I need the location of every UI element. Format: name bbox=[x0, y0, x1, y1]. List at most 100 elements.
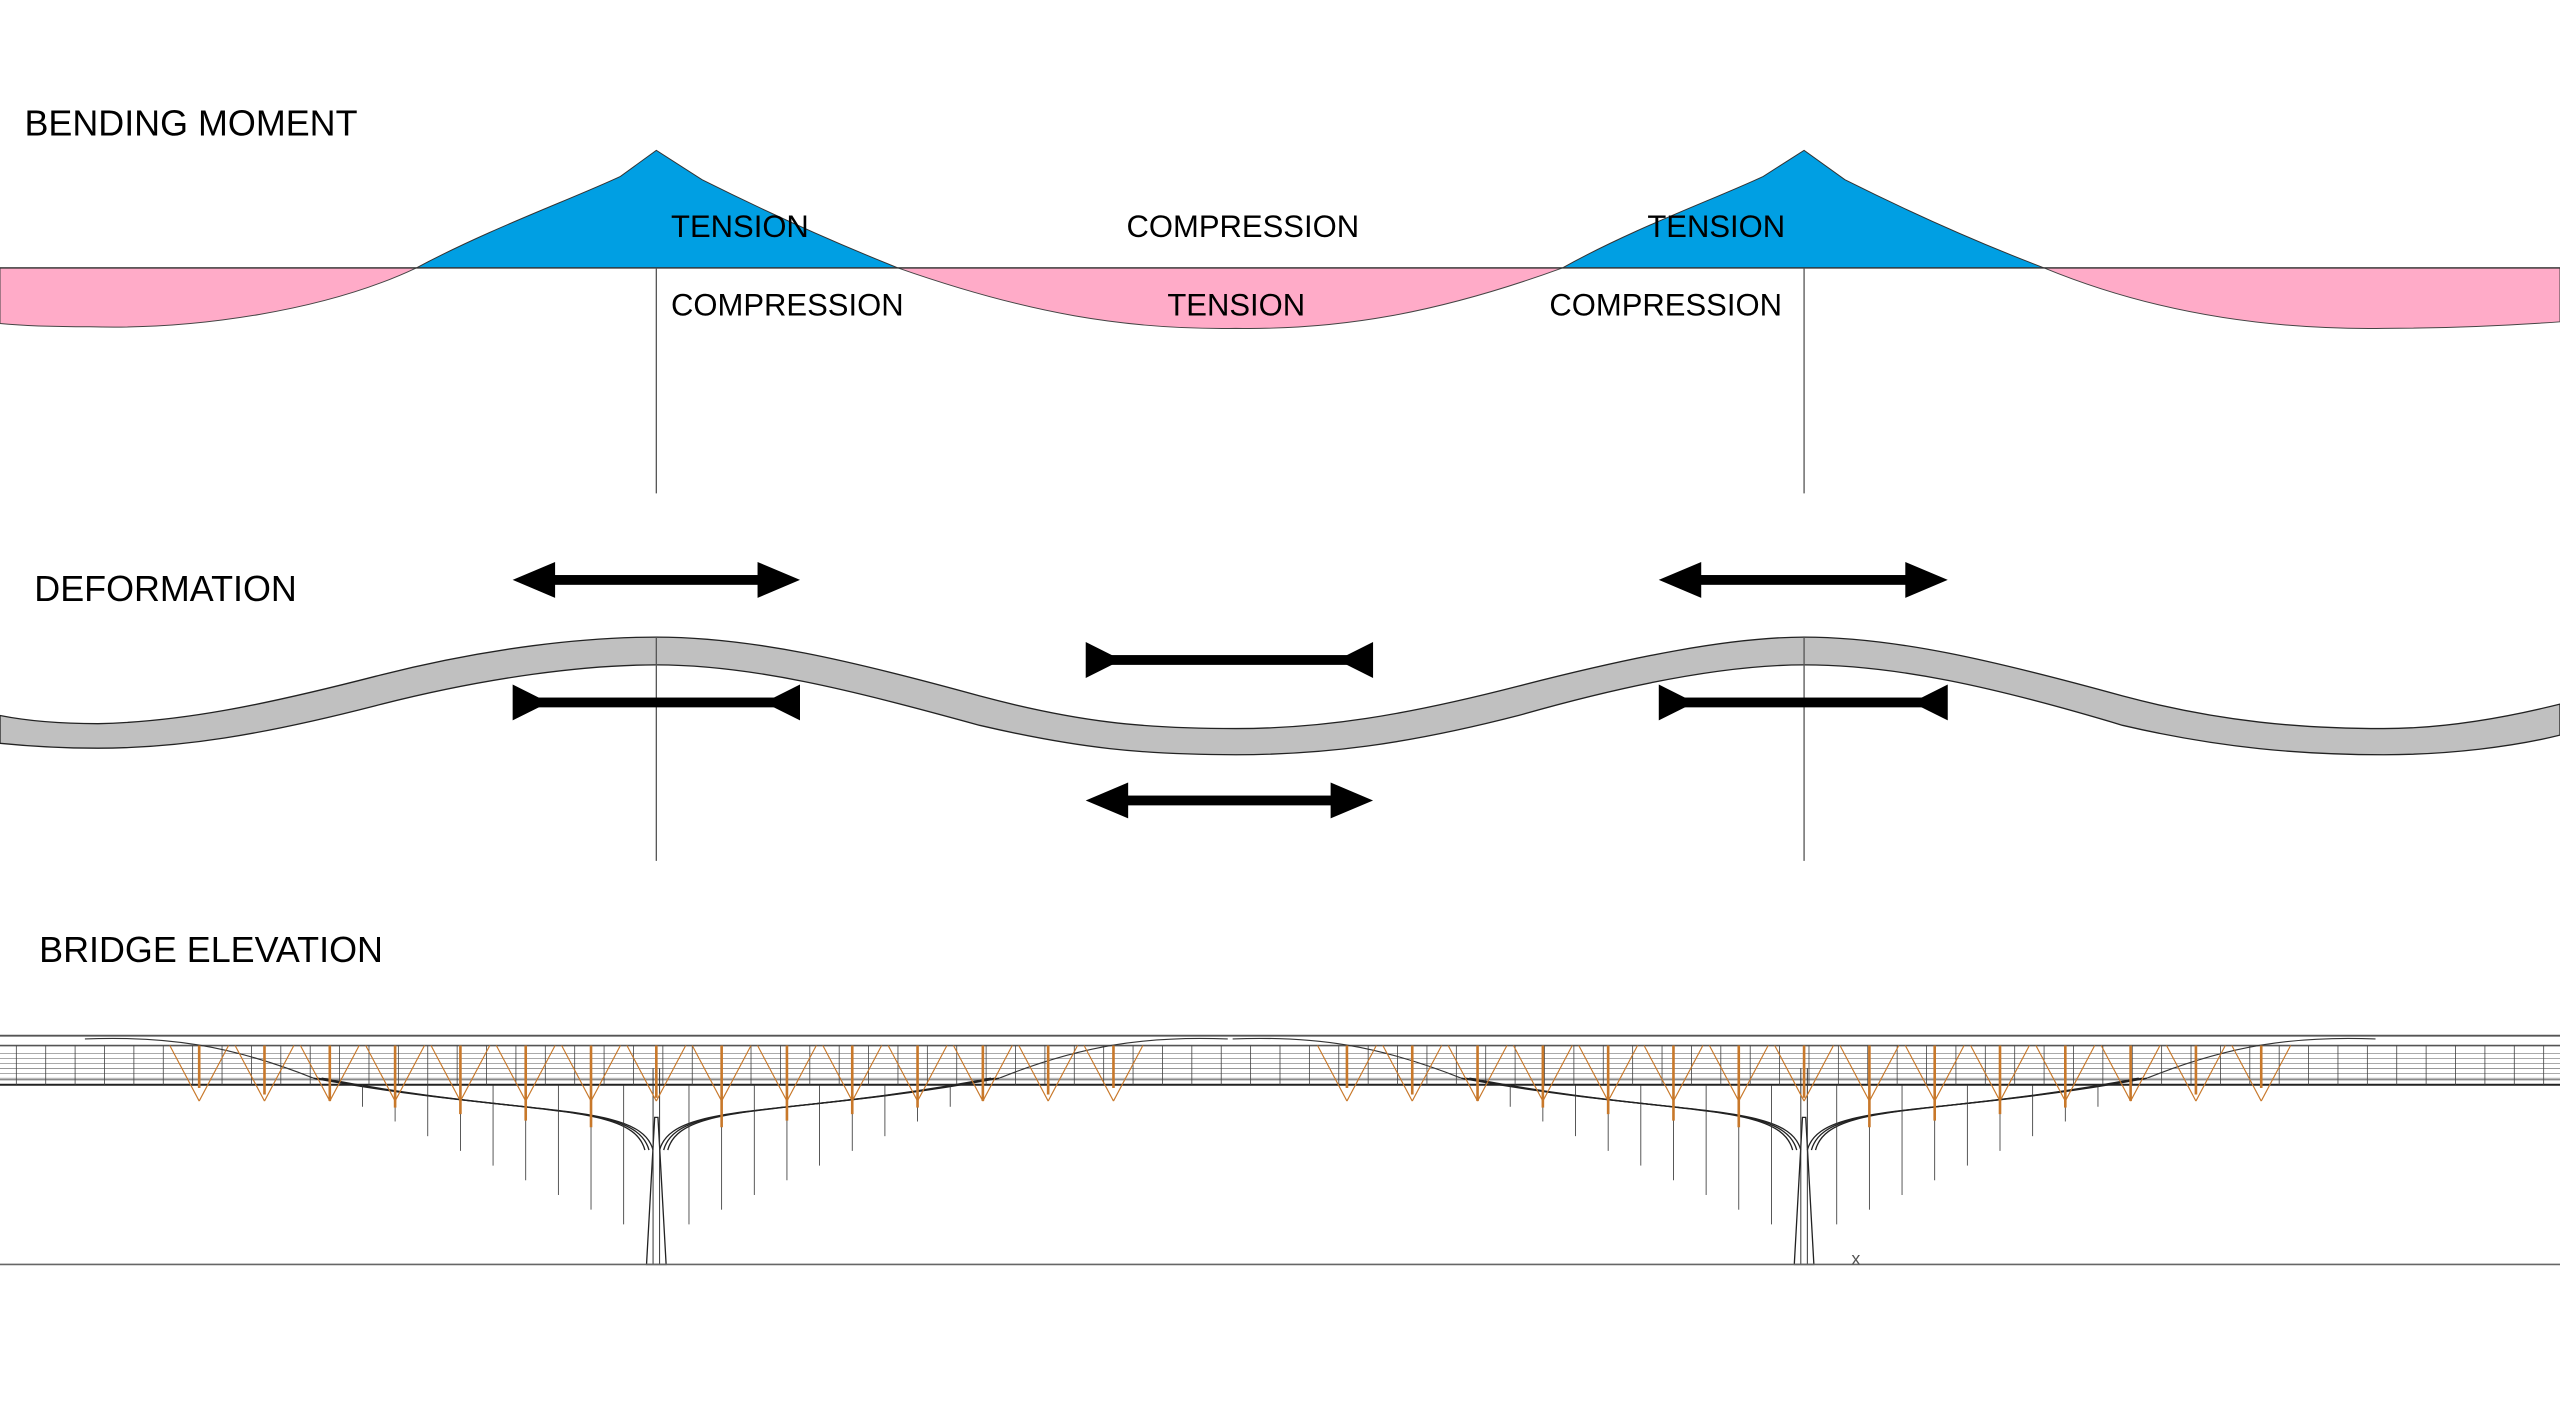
arrow-pier-2-top bbox=[1658, 561, 1948, 598]
sagging-lobe-middle bbox=[897, 267, 1563, 329]
label-pier2-tension: TENSION bbox=[1647, 209, 1785, 244]
hogging-peak-pier-1 bbox=[416, 149, 899, 269]
orange-cable bbox=[1970, 1045, 2001, 1102]
sagging-lobe-left bbox=[0, 267, 417, 328]
orange-cable bbox=[2231, 1045, 2262, 1102]
arrow-head-left-inward bbox=[1658, 684, 1695, 721]
label-midspan-tension: TENSION bbox=[1167, 287, 1305, 322]
bridge-pier-2 bbox=[1232, 1037, 2376, 1266]
orange-cable bbox=[1738, 1045, 1769, 1102]
tree-arm-right bbox=[658, 1077, 1000, 1151]
orange-cable bbox=[1317, 1045, 1348, 1102]
tree-arm-left bbox=[313, 1077, 654, 1151]
arrow-pier-1-bottom bbox=[512, 684, 800, 721]
bridge-pier-1 bbox=[84, 1037, 1228, 1266]
orange-cable bbox=[952, 1045, 984, 1102]
arrow-head-right-inward bbox=[1911, 684, 1948, 721]
arch-curve-right bbox=[2146, 1037, 2376, 1079]
tree-arm-left bbox=[1469, 1077, 1794, 1151]
orange-cable bbox=[1047, 1045, 1079, 1102]
orange-cable bbox=[329, 1045, 360, 1102]
orange-cable bbox=[1643, 1045, 1674, 1102]
orange-cable bbox=[263, 1045, 295, 1102]
orange-cable bbox=[1904, 1045, 1936, 1102]
bridge-drawing bbox=[0, 1034, 2560, 1266]
tree-arm-right bbox=[663, 1077, 996, 1151]
orange-cable bbox=[1447, 1045, 1479, 1102]
orange-cable bbox=[198, 1045, 230, 1102]
arrow-head-right-inward bbox=[764, 684, 800, 721]
orange-cable bbox=[1477, 1045, 1508, 1102]
deformed-beam bbox=[0, 636, 2560, 756]
arch-curve-left bbox=[84, 1037, 314, 1079]
label-midspan-compression: COMPRESSION bbox=[1127, 209, 1360, 244]
label-pier1-tension: TENSION bbox=[671, 209, 809, 244]
tree-arm-left bbox=[1465, 1077, 1798, 1151]
orange-cable bbox=[1382, 1045, 1413, 1102]
orange-cable bbox=[1934, 1045, 1965, 1102]
orange-cable bbox=[851, 1045, 883, 1102]
orange-cable bbox=[1672, 1045, 1704, 1102]
label-pier1-compression: COMPRESSION bbox=[671, 287, 904, 322]
bridge-elevation-title: BRIDGE ELEVATION bbox=[39, 929, 383, 970]
arrow-head-left bbox=[1658, 561, 1702, 598]
orange-cable bbox=[561, 1045, 592, 1102]
orange-cable bbox=[2035, 1045, 2066, 1102]
orange-cable bbox=[982, 1045, 1013, 1102]
orange-cable bbox=[299, 1045, 331, 1102]
arrow-head-left-inward bbox=[512, 684, 549, 721]
orange-cable bbox=[822, 1045, 853, 1102]
tree-arm-left bbox=[321, 1077, 646, 1151]
arrow-pier-2-bottom bbox=[1658, 684, 1948, 721]
orange-cable bbox=[2166, 1045, 2197, 1102]
orange-cable bbox=[2195, 1045, 2226, 1102]
tree-arm-right bbox=[1814, 1077, 2139, 1151]
tree-arm-right bbox=[1810, 1077, 2143, 1151]
orange-cable bbox=[234, 1045, 265, 1102]
orange-cable bbox=[2130, 1045, 2161, 1102]
orange-cable bbox=[2260, 1045, 2292, 1102]
arrow-head-left-inward bbox=[1085, 642, 1122, 678]
orange-cable bbox=[1774, 1045, 1805, 1102]
sagging-lobe-right bbox=[2043, 267, 2560, 329]
orange-cable bbox=[1999, 1045, 2030, 1102]
orange-cable bbox=[626, 1045, 657, 1102]
arrow-head-right bbox=[757, 561, 800, 598]
orange-cable bbox=[2064, 1045, 2096, 1102]
orange-cable bbox=[169, 1045, 200, 1102]
orange-cable bbox=[1018, 1045, 1049, 1102]
arrow-shaft bbox=[1108, 655, 1351, 665]
orange-cable bbox=[430, 1045, 461, 1102]
orange-cable bbox=[1708, 1045, 1740, 1102]
hogging-peak-pier-2 bbox=[1560, 149, 2045, 269]
arrow-head-left bbox=[512, 561, 556, 598]
orange-cable bbox=[525, 1045, 556, 1102]
arrow-pier-1-top bbox=[512, 561, 800, 598]
orange-cable bbox=[1112, 1045, 1144, 1102]
arch-curve-left bbox=[1232, 1037, 1462, 1079]
orange-cable bbox=[1839, 1045, 1870, 1102]
survey-marker: x bbox=[1851, 1248, 1860, 1268]
orange-cable bbox=[721, 1045, 752, 1102]
arch-curve-right bbox=[998, 1037, 1228, 1079]
orange-cable bbox=[1803, 1045, 1834, 1102]
orange-cable bbox=[917, 1045, 948, 1102]
tree-arm-right bbox=[667, 1077, 992, 1151]
orange-cable bbox=[655, 1045, 687, 1102]
orange-cable bbox=[786, 1045, 817, 1102]
arrow-shaft bbox=[1697, 575, 1909, 585]
orange-cable bbox=[459, 1045, 491, 1102]
arrow-shaft bbox=[551, 575, 761, 585]
label-pier2-compression: COMPRESSION bbox=[1549, 287, 1782, 322]
bending-moment-title: BENDING MOMENT bbox=[24, 103, 357, 144]
orange-cable bbox=[1512, 1045, 1544, 1102]
orange-cable bbox=[1346, 1045, 1377, 1102]
tree-arm-left bbox=[1461, 1077, 1802, 1151]
deformation-section: DEFORMATION bbox=[0, 561, 2560, 861]
pier-stem bbox=[1793, 1116, 1815, 1266]
tree-arm-right bbox=[1806, 1077, 2148, 1151]
orange-cable bbox=[887, 1045, 919, 1102]
arrow-midspan-bottom bbox=[1085, 782, 1374, 819]
